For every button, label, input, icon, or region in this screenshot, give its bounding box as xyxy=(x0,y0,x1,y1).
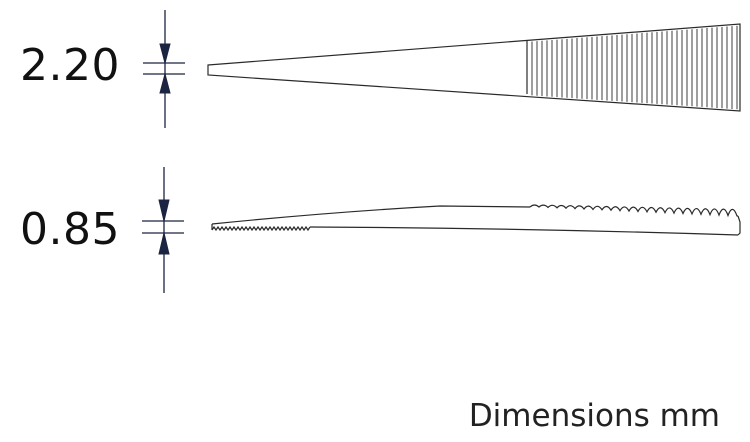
tip-side-view xyxy=(211,204,741,236)
serration-right xyxy=(529,204,739,218)
dimension-label-bottom: 0.85 xyxy=(20,204,120,255)
units-caption: Dimensions mm xyxy=(468,398,720,434)
knurled-grip xyxy=(531,25,738,110)
dimension-marker-bottom xyxy=(142,167,184,293)
dimension-label-top: 2.20 xyxy=(20,40,120,91)
serration-left xyxy=(211,225,311,232)
dimension-marker-top xyxy=(143,10,185,128)
tip-top-view xyxy=(207,23,741,112)
